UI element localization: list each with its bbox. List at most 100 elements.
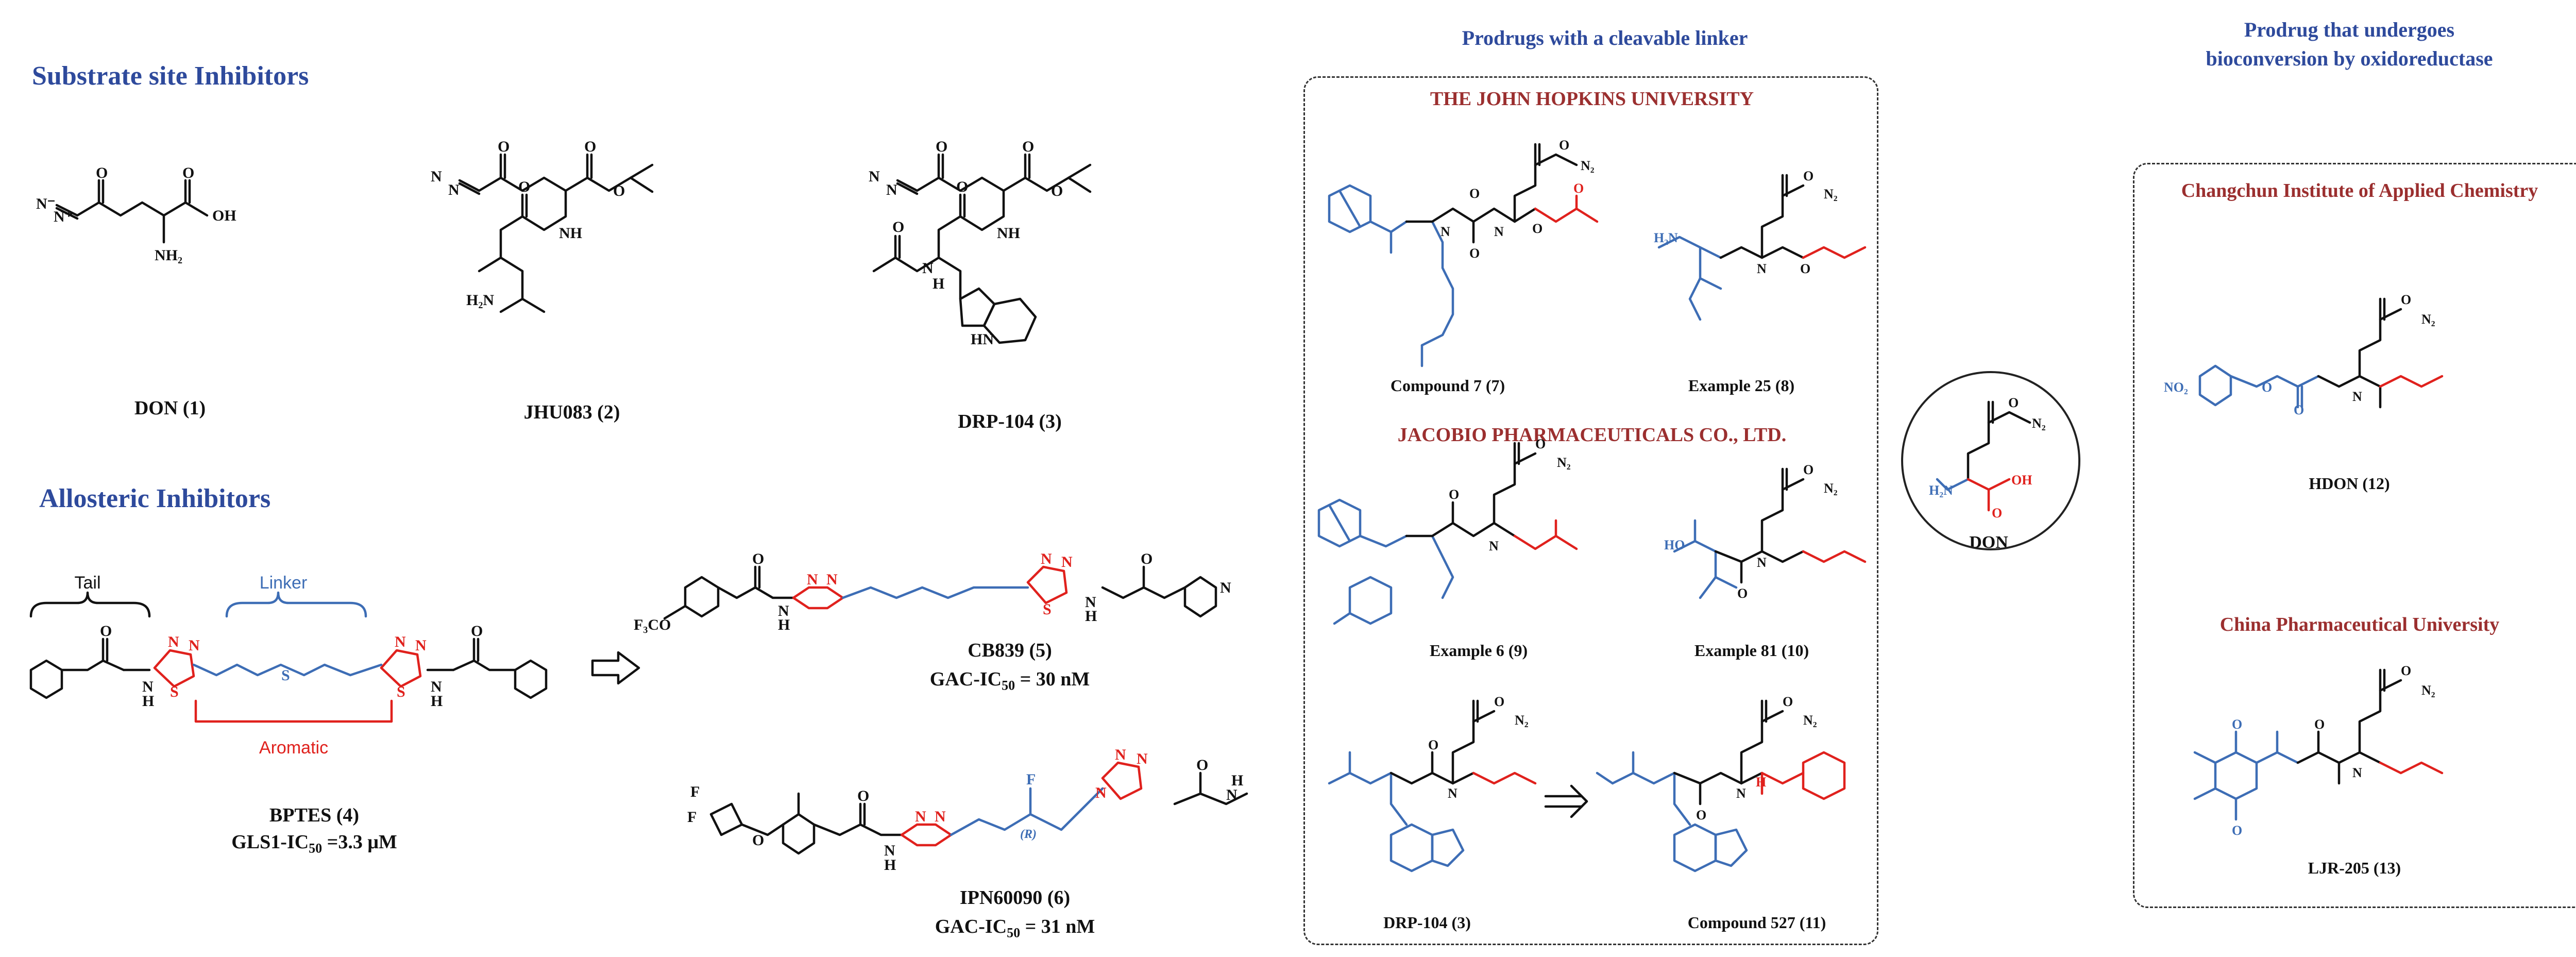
atom-label: O [1022, 138, 1034, 155]
atom-label: H [778, 616, 790, 633]
atom-label: (R) [1020, 828, 1037, 841]
cb839-linker [843, 587, 1028, 598]
atom-label: N [1757, 555, 1767, 570]
atom-label: S [170, 683, 179, 700]
atom-label: H [431, 693, 443, 710]
atom-label: O [752, 550, 764, 567]
atom-label: O [2008, 395, 2019, 410]
atom-label: O [613, 182, 625, 199]
structure-don [57, 180, 207, 242]
implies-arrow [1546, 786, 1587, 817]
atom-label: N₂ [2421, 312, 2435, 327]
atom-label: N₂ [1824, 187, 1838, 202]
atom-labels-ipn-blue: F (R) [1020, 771, 1037, 841]
atom-label: O [956, 178, 968, 195]
atom-label: N [1095, 784, 1107, 801]
atom-label: O [584, 138, 596, 155]
atom-label: O [1800, 261, 1810, 276]
atom-label: N₂ [1515, 713, 1529, 728]
atom-label: O [2294, 402, 2304, 417]
atom-label: N [1041, 550, 1052, 567]
atom-label: N [395, 633, 406, 650]
atom-label: N₂ [2032, 416, 2046, 431]
atom-label: N₂ [1824, 481, 1838, 496]
atom-label: F [690, 783, 700, 800]
atom-label: OH [2011, 473, 2032, 488]
atom-label: N [1757, 261, 1767, 276]
atom-label: NH₂ [155, 247, 182, 264]
atom-label: N [168, 633, 179, 650]
atom-label: N [1494, 224, 1504, 239]
atom-label: N₂ [1557, 455, 1571, 470]
atom-label: H₂N [466, 292, 494, 309]
bptes-linker [194, 593, 381, 675]
atom-label: NH [997, 225, 1020, 242]
atom-label: O [1051, 182, 1063, 199]
atom-label: O [2401, 292, 2411, 307]
structure-jhu083 [460, 155, 652, 312]
atom-label: O [471, 623, 483, 640]
atom-label: N [1448, 786, 1458, 801]
atom-label: N [431, 168, 442, 185]
atom-label: H [1085, 608, 1097, 625]
bptes-thiadiazole-rings [155, 650, 420, 721]
atom-label: F [1026, 771, 1036, 788]
atom-label: F₃CO [634, 616, 671, 633]
atom-label: N [826, 571, 838, 588]
atom-label: NO₂ [2164, 380, 2188, 395]
atom-label: N [1736, 786, 1746, 801]
atom-label: O [1803, 462, 1814, 477]
atom-label: N [1220, 579, 1231, 596]
atom-label: N [935, 808, 946, 825]
atom-label: O [936, 138, 947, 155]
atom-label: N₂ [1581, 158, 1595, 173]
atom-label: N⁺ [54, 208, 73, 225]
atom-label: O [2232, 823, 2242, 838]
atom-label: O [752, 832, 764, 849]
atom-label: N [922, 260, 934, 277]
atom-label: O [100, 623, 112, 640]
atom-label: N [915, 808, 926, 825]
atom-label: N [1489, 539, 1499, 553]
atom-label: S [397, 683, 405, 700]
atom-label: H₂N [1654, 230, 1678, 245]
atom-label: N [1115, 746, 1126, 763]
atom-labels-prodrugs: O N₂ O O N N O O N₂ N O O N₂ O N O N₂ O … [1428, 138, 2435, 822]
atom-label: N [2352, 389, 2362, 404]
atom-label: N [886, 181, 897, 198]
atom-label: O [1737, 586, 1748, 601]
atom-label: O [2401, 663, 2411, 678]
atom-label: NH [559, 225, 582, 242]
atom-label: O [1535, 436, 1546, 451]
atom-label: O [1783, 694, 1793, 709]
atom-label: HN [971, 331, 994, 348]
atom-label: N [1440, 224, 1450, 239]
structure-ljr205 [2195, 670, 2442, 819]
atom-label: H₂N [1929, 483, 1953, 498]
atom-label: O [1696, 808, 1706, 822]
structure-drp104-b [1329, 701, 1535, 871]
atom-label: N [1226, 786, 1238, 803]
atom-label: N₂ [1803, 713, 1817, 728]
atom-label: O [857, 787, 869, 804]
atom-label: N [1061, 553, 1073, 570]
atom-label: N [448, 181, 460, 198]
structure-example-6 [1319, 443, 1577, 624]
atom-label: O [182, 164, 194, 181]
atom-label: H [1756, 775, 1766, 790]
atom-label: O [892, 219, 904, 236]
atom-label: O [1559, 138, 1569, 153]
structure-cb839 [665, 567, 1216, 618]
atom-label: O [2232, 717, 2242, 732]
atom-label: O [1992, 506, 2002, 521]
atom-label: H [884, 857, 896, 874]
atom-label: O [1532, 221, 1543, 236]
atom-label: H [933, 275, 944, 292]
atom-label: O [1449, 487, 1459, 502]
atom-label: N [189, 637, 200, 654]
atom-label: S [281, 667, 290, 684]
atom-label: O [2314, 717, 2325, 732]
structure-ipn60090 [711, 773, 1247, 853]
atom-label: O [1803, 169, 1814, 183]
atom-label: O [1494, 694, 1504, 709]
